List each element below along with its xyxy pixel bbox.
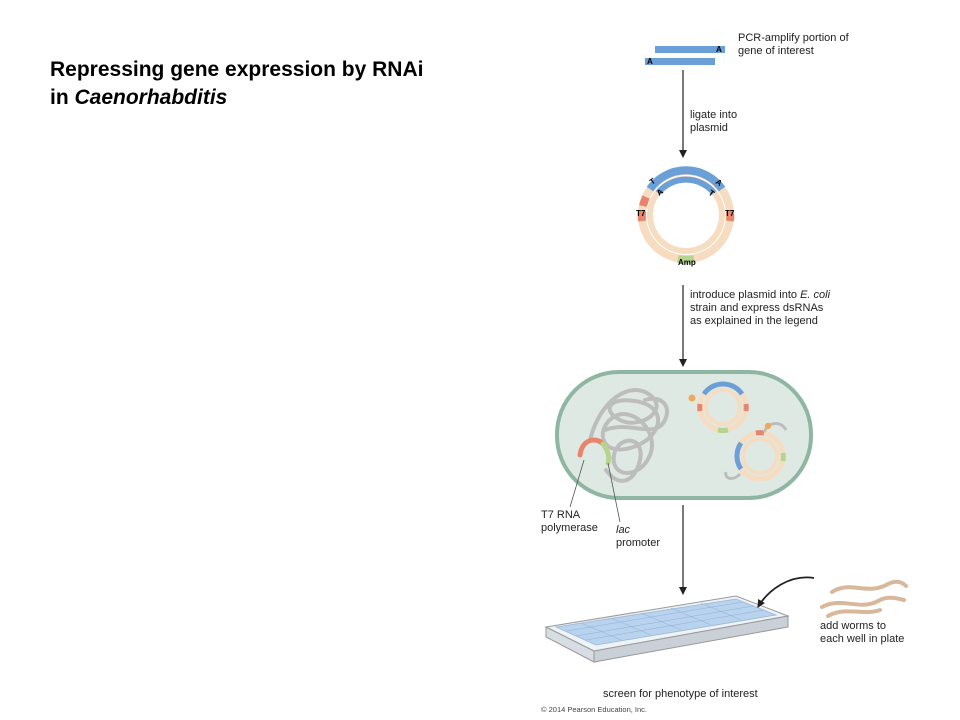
introduce-step-prefix: introduce plasmid into — [690, 289, 801, 301]
cell-plasmid-2-polymerase — [764, 422, 772, 430]
bacterial-chromosome — [588, 388, 669, 483]
worm-2 — [820, 595, 906, 609]
worm-3 — [826, 608, 882, 618]
cell-plasmid-2-tail — [724, 471, 742, 480]
worms — [820, 579, 908, 618]
plasmid-insert-inner — [655, 176, 717, 195]
t7-left-outer — [639, 195, 650, 207]
t7-polymerase-line-1: T7 RNA — [541, 509, 581, 521]
ligate-step-label: ligate into plasmid — [690, 109, 737, 135]
t-right-label: T — [707, 188, 716, 198]
cell-plasmid-2-insert — [734, 441, 744, 471]
well-row-2 — [575, 605, 754, 637]
lac-promoter-segment — [600, 441, 612, 466]
well-col-5 — [700, 602, 742, 621]
add-worms-line-1: add worms to — [820, 620, 887, 632]
add-worms-line-2: each well in plate — [820, 633, 905, 645]
cell-plasmid-1-inner — [704, 388, 742, 426]
pcr-step-line-1: PCR-amplify portion of — [738, 32, 849, 44]
cell-plasmid-2-transcript — [762, 422, 788, 433]
a-right-label: A — [714, 177, 724, 188]
title-line-2-genus: Caenorhabditis — [74, 86, 228, 109]
lac-promoter-pointer — [607, 462, 621, 523]
t7-polymerase-gene — [577, 437, 606, 458]
a-left-label: A — [655, 187, 665, 198]
introduce-step-line-2: strain and express dsRNAs — [690, 302, 824, 314]
ligate-step-line-1: ligate into — [690, 109, 738, 121]
introduce-step-line-1: introduce plasmid into E. coli — [690, 289, 830, 302]
well-row-1 — [565, 601, 744, 632]
title-line-1: Repressing gene expression by RNAi — [50, 58, 424, 81]
cell-plasmid-1-amp — [717, 427, 729, 434]
multiwell-plate — [544, 595, 790, 663]
pcr-fragment-bottom-strand — [645, 58, 715, 65]
t7-left-label: T7 — [636, 209, 646, 218]
introduce-step-line-3: as explained in the legend — [690, 315, 818, 327]
t7-right-label: T7 — [725, 209, 735, 218]
pcr-fragment: A A — [645, 45, 725, 66]
cell-plasmid-2-inner — [741, 437, 779, 475]
cell-plasmid-1 — [688, 381, 749, 434]
t7-polymerase-line-2: polymerase — [541, 522, 598, 534]
lac-promoter-line-1: lac — [616, 524, 631, 536]
screen-step-label: screen for phenotype of interest — [603, 688, 758, 701]
amp-label: Amp — [678, 258, 696, 267]
screen-step-text: screen for phenotype of interest — [603, 688, 758, 700]
pcr-step-line-2: gene of interest — [738, 45, 814, 57]
add-worms-arrow — [757, 576, 815, 608]
worm-1 — [830, 579, 908, 594]
well-col-3 — [640, 612, 682, 631]
pcr-step-label: PCR-amplify portion of gene of interest — [738, 32, 849, 58]
t7-polymerase-label: T7 RNA polymerase — [541, 509, 598, 535]
well-col-2 — [610, 617, 652, 636]
introduce-step-label: introduce plasmid into E. coli strain an… — [690, 289, 830, 328]
copyright-notice: © 2014 Pearson Education, Inc. — [541, 705, 648, 714]
introduce-step-species: E. coli — [800, 289, 831, 301]
pcr-a-overhang-bottom: A — [647, 57, 653, 66]
lac-promoter-label: lac promoter — [616, 524, 660, 550]
well-col-4 — [670, 607, 712, 626]
slide-title: Repressing gene expression by RNAi in Ca… — [50, 56, 423, 112]
ligate-step-line-2: plasmid — [690, 122, 728, 134]
amp-band — [677, 255, 695, 264]
add-worms-label: add worms to each well in plate — [820, 620, 904, 646]
pcr-fragment-top-strand — [655, 46, 725, 53]
ecoli-cell — [555, 370, 813, 523]
well-col-1 — [580, 622, 622, 641]
cell-plasmid-2 — [724, 422, 788, 482]
t7-polymerase-pointer — [569, 459, 585, 508]
plasmid-insert-outer — [646, 166, 726, 192]
plate-well-grid — [565, 601, 765, 641]
cell-plasmid-1-insert — [701, 381, 745, 396]
plate-front-right — [593, 615, 789, 663]
t-left-label: T — [648, 176, 657, 186]
pcr-a-overhang-top: A — [716, 45, 722, 54]
cell-plasmid-1-polymerase — [688, 394, 696, 402]
plasmid: T7 T7 Amp T A A T — [636, 166, 735, 267]
well-row-3 — [585, 609, 765, 641]
title-line-2-prefix: in — [50, 86, 75, 109]
lac-promoter-line-2: promoter — [616, 537, 661, 549]
plate-wells — [554, 598, 778, 646]
